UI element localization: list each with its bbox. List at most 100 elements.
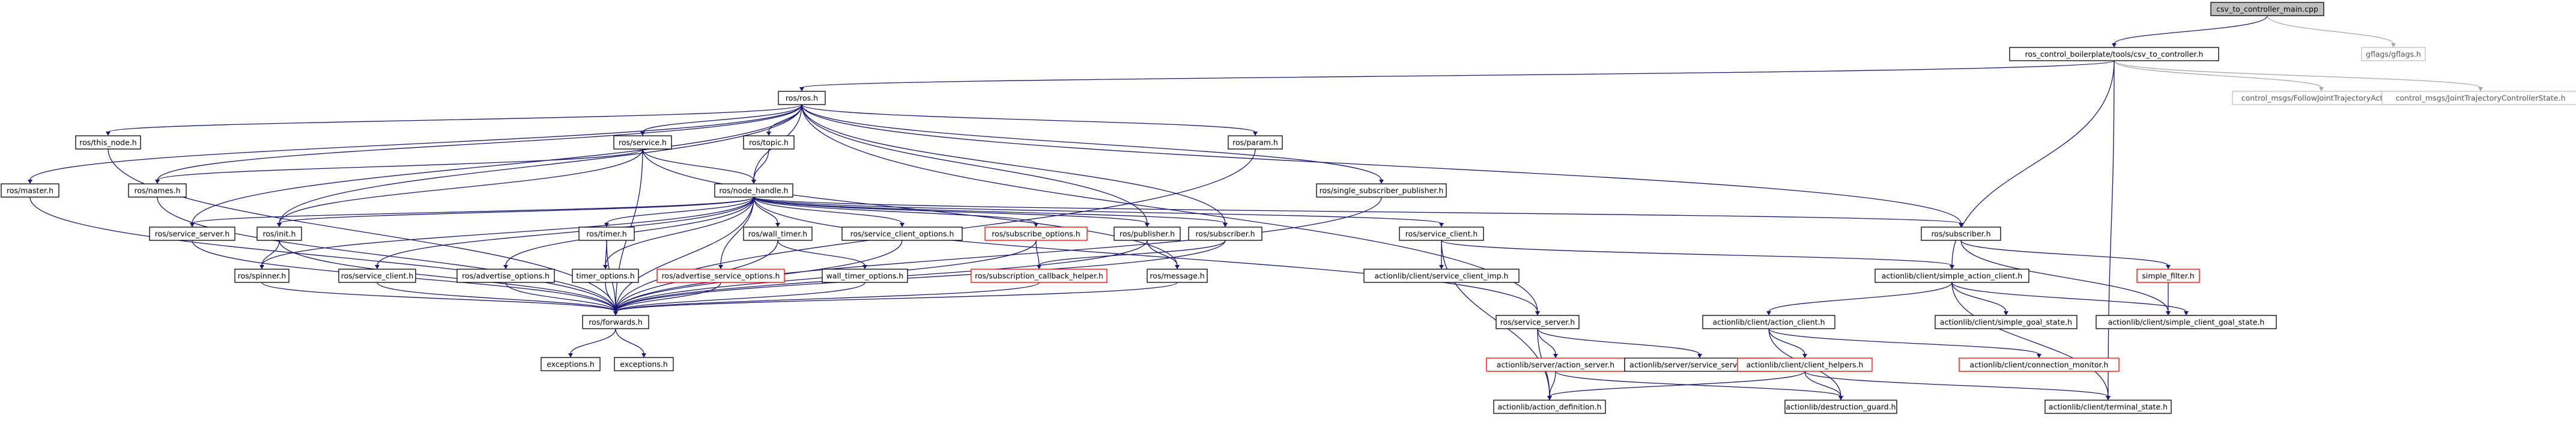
node-box[interactable] — [2009, 47, 2219, 61]
node-box[interactable] — [841, 227, 963, 241]
node-box[interactable] — [128, 183, 187, 198]
node-box[interactable] — [1496, 315, 1580, 329]
node-box[interactable] — [149, 227, 235, 241]
node-csvctl[interactable]: ros_control_boilerplate/tools/csv_to_con… — [2009, 47, 2219, 61]
node-service[interactable]: ros/service.h — [613, 135, 672, 150]
node-box[interactable] — [582, 315, 649, 329]
edge-node_handle-to-svc_server2 — [753, 196, 1538, 312]
node-subopts[interactable]: ros/subscribe_options.h — [984, 227, 1088, 241]
node-timer[interactable]: ros/timer.h — [578, 227, 635, 241]
node-box[interactable] — [75, 135, 141, 150]
node-scimp[interactable]: actionlib/client/service_client_imp.h — [1363, 269, 1520, 283]
node-box[interactable] — [743, 135, 795, 150]
node-param[interactable]: ros/param.h — [1228, 135, 1283, 150]
node-box[interactable] — [1, 183, 59, 198]
node-svc-client2[interactable]: ros/service_client.h — [338, 269, 416, 283]
node-advsvcopts[interactable]: ros/advertise_service_options.h — [656, 269, 785, 283]
node-box[interactable] — [613, 135, 672, 150]
node-names[interactable]: ros/names.h — [128, 183, 187, 198]
node-scgs[interactable]: actionlib/client/simple_client_goal_stat… — [2096, 315, 2277, 329]
node-svc-server2[interactable]: ros/service_server.h — [1496, 315, 1580, 329]
node-as-server[interactable]: actionlib/server/action_server.h — [1486, 358, 1625, 372]
node-sac[interactable]: actionlib/client/simple_action_client.h — [1874, 269, 2029, 283]
node-spinner[interactable]: ros/spinner.h — [234, 269, 289, 283]
node-box[interactable] — [2210, 2, 2324, 16]
node-topic[interactable]: ros/topic.h — [743, 135, 795, 150]
node-box[interactable] — [1959, 358, 2120, 372]
node-box[interactable] — [1114, 227, 1181, 241]
node-box[interactable] — [1188, 227, 1262, 241]
node-box[interactable] — [2361, 47, 2426, 61]
node-box[interactable] — [656, 269, 785, 283]
node-service-server[interactable]: ros/service_server.h — [149, 227, 235, 241]
node-box[interactable] — [1921, 227, 2001, 241]
node-box[interactable] — [456, 269, 555, 283]
node-message[interactable]: ros/message.h — [1147, 269, 1208, 283]
node-destr-guard[interactable]: actionlib/destruction_guard.h — [1784, 400, 1897, 414]
node-this-node[interactable]: ros/this_node.h — [75, 135, 141, 150]
node-box[interactable] — [1493, 400, 1606, 414]
node-root[interactable]: csv_to_controller_main.cpp — [2210, 2, 2324, 16]
node-init[interactable]: ros/init.h — [256, 227, 302, 241]
node-box[interactable] — [2096, 315, 2277, 329]
node-jtcs[interactable]: control_msgs/JointTrajectoryControllerSt… — [2381, 91, 2576, 105]
node-ros-h[interactable]: ros/ros.h — [778, 91, 826, 105]
node-service-client[interactable]: ros/service_client.h — [1399, 227, 1484, 241]
node-client-helpers[interactable]: actionlib/client/client_helpers.h — [1737, 358, 1873, 372]
node-node-handle[interactable]: ros/node_handle.h — [714, 183, 793, 198]
edge-arrowhead — [1959, 223, 1963, 227]
node-box[interactable] — [1874, 269, 2029, 283]
node-master[interactable]: ros/master.h — [1, 183, 59, 198]
node-box[interactable] — [572, 269, 639, 283]
node-advopts[interactable]: ros/advertise_options.h — [456, 269, 555, 283]
node-forwards[interactable]: ros/forwards.h — [582, 315, 649, 329]
node-box[interactable] — [1935, 315, 2077, 329]
node-terminal-state[interactable]: actionlib/client/terminal_state.h — [2044, 400, 2172, 414]
node-box[interactable] — [1737, 358, 1873, 372]
node-gflags[interactable]: gflags/gflags.h — [2361, 47, 2426, 61]
node-action-client[interactable]: actionlib/client/action_client.h — [1702, 315, 1835, 329]
node-box[interactable] — [2044, 400, 2172, 414]
node-box[interactable] — [714, 183, 793, 198]
node-box[interactable] — [2136, 269, 2200, 283]
node-box[interactable] — [1228, 135, 1283, 150]
node-box[interactable] — [778, 91, 826, 105]
node-subscriber-h[interactable]: ros/subscriber.h — [1921, 227, 2001, 241]
node-box[interactable] — [234, 269, 289, 283]
node-wall-timer[interactable]: ros/wall_timer.h — [743, 227, 813, 241]
node-box[interactable] — [338, 269, 416, 283]
node-box[interactable] — [971, 269, 1108, 283]
node-fjta[interactable]: control_msgs/FollowJointTrajectoryAction… — [2232, 91, 2411, 105]
node-ssp[interactable]: ros/single_subscriber_publisher.h — [1316, 183, 1447, 198]
node-timer-options[interactable]: timer_options.h — [572, 269, 639, 283]
node-box[interactable] — [1399, 227, 1484, 241]
node-sgs[interactable]: actionlib/client/simple_goal_state.h — [1935, 315, 2077, 329]
node-box[interactable] — [822, 269, 908, 283]
node-sch[interactable]: ros/subscription_callback_helper.h — [971, 269, 1108, 283]
node-box[interactable] — [1784, 400, 1897, 414]
node-box[interactable] — [2381, 91, 2576, 105]
node-exceptions2[interactable]: exceptions.h — [614, 357, 674, 371]
edge-arrowhead — [604, 223, 609, 227]
node-box[interactable] — [1147, 269, 1208, 283]
node-action-def[interactable]: actionlib/action_definition.h — [1493, 400, 1606, 414]
node-box[interactable] — [541, 357, 601, 371]
node-box[interactable] — [1363, 269, 1520, 283]
edge-arrowhead — [1223, 223, 1228, 227]
node-box[interactable] — [984, 227, 1088, 241]
node-exceptions1[interactable]: exceptions.h — [541, 357, 601, 371]
node-simple-filter[interactable]: simple_filter.h — [2136, 269, 2200, 283]
node-conn-monitor[interactable]: actionlib/client/connection_monitor.h — [1959, 358, 2120, 372]
node-box[interactable] — [1702, 315, 1835, 329]
node-sco[interactable]: ros/service_client_options.h — [841, 227, 963, 241]
node-box[interactable] — [1316, 183, 1447, 198]
node-label: ros/subscription_callback_helper.h — [975, 272, 1103, 281]
node-wall-timer-options[interactable]: wall_timer_options.h — [822, 269, 908, 283]
node-box[interactable] — [256, 227, 302, 241]
node-box[interactable] — [614, 357, 674, 371]
node-box[interactable] — [578, 227, 635, 241]
edge-service-to-init — [279, 148, 643, 224]
node-ros-subscriber[interactable]: ros/subscriber.h — [1188, 227, 1262, 241]
node-box[interactable] — [743, 227, 813, 241]
node-publisher[interactable]: ros/publisher.h — [1114, 227, 1181, 241]
